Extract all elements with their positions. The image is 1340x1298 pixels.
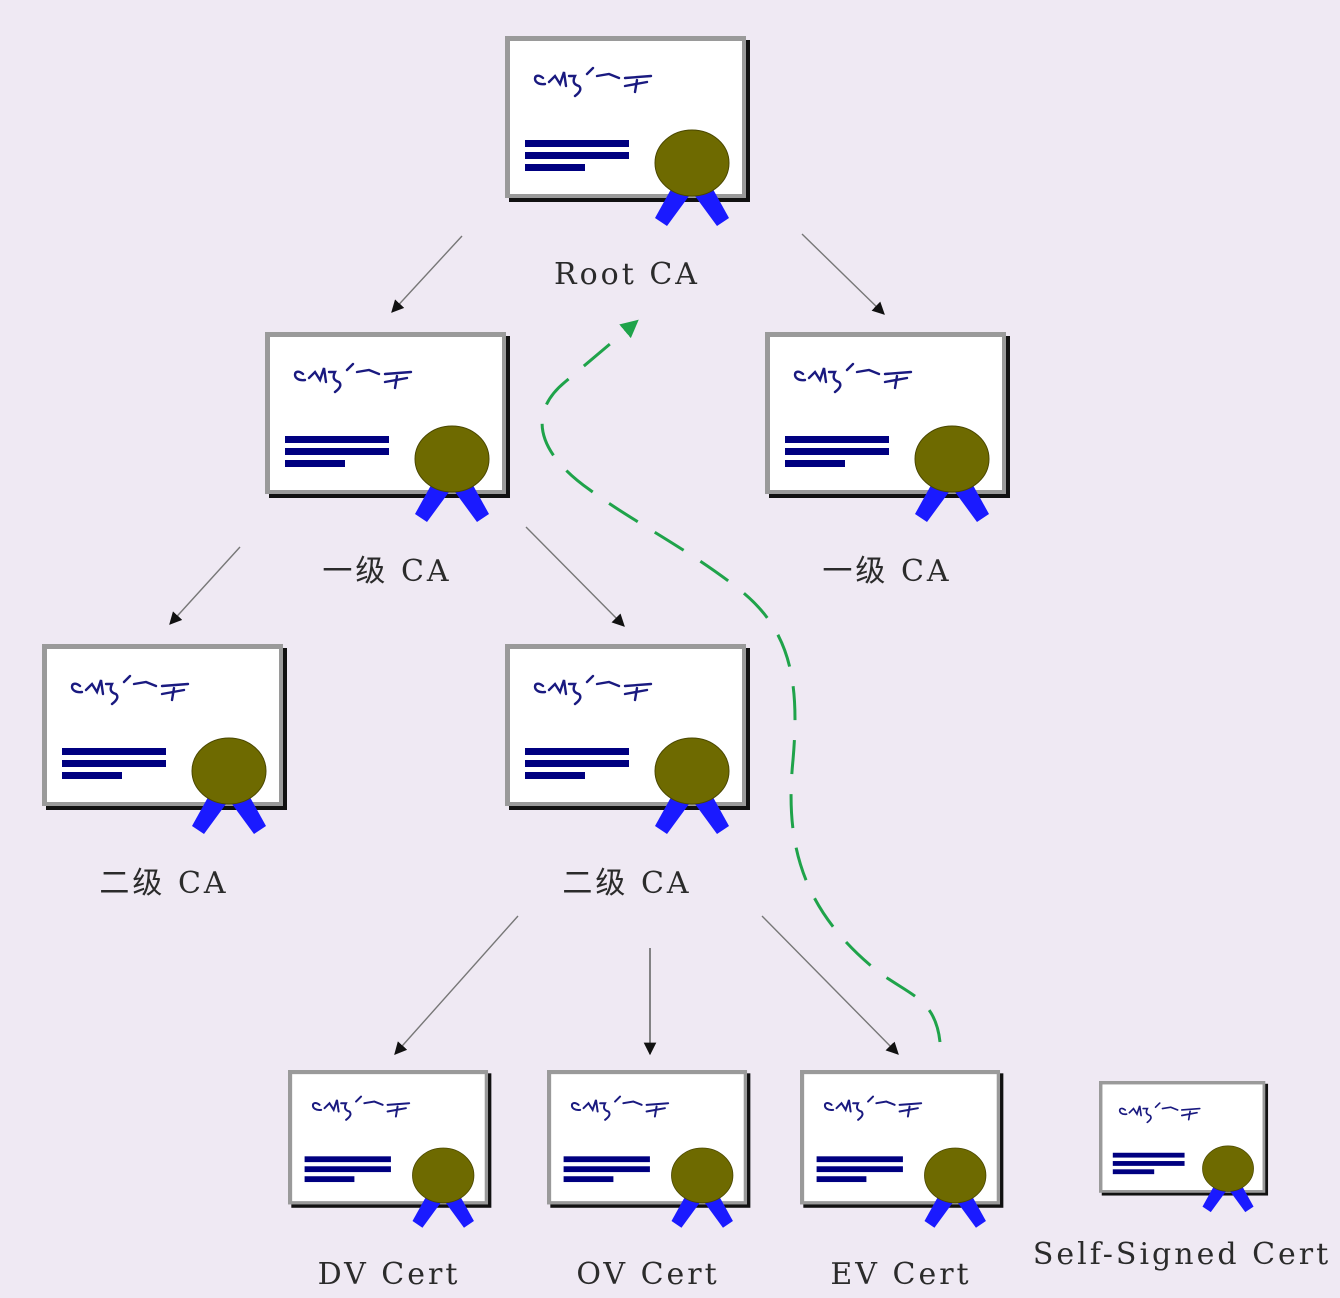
cert-node-l2-left: 二级 CA	[40, 642, 289, 901]
certificate-icon	[763, 330, 1012, 524]
cert-node-self-signed: Self-Signed Cert	[1033, 1080, 1331, 1272]
node-label-self-signed: Self-Signed Cert	[1033, 1237, 1331, 1272]
cert-node-root: Root CA	[503, 34, 752, 292]
node-label-l1-right: 一级 CA	[822, 554, 951, 589]
edge-root-to-l1-left	[391, 235, 463, 313]
node-label-l2-mid: 二级 CA	[562, 866, 691, 901]
certificate-icon	[263, 330, 512, 524]
node-label-root: Root CA	[554, 257, 700, 292]
node-label-dv: DV Cert	[318, 1257, 461, 1292]
cert-node-ov: OV Cert	[546, 1069, 752, 1292]
edge-l1-left-to-l2-left	[169, 546, 241, 625]
certificate-icon	[546, 1069, 752, 1229]
cert-node-l1-right: 一级 CA	[763, 330, 1012, 589]
cert-node-ev: EV Cert	[799, 1069, 1005, 1292]
edge-l2-mid-to-ev	[761, 915, 899, 1055]
cert-node-dv: DV Cert	[287, 1069, 493, 1292]
certificate-icon	[40, 642, 289, 836]
cert-node-l2-mid: 二级 CA	[503, 642, 752, 901]
certificate-icon	[1098, 1080, 1269, 1213]
node-label-ev: EV Cert	[830, 1257, 971, 1292]
certificate-icon	[799, 1069, 1005, 1229]
node-label-l2-left: 二级 CA	[99, 866, 228, 901]
edges	[169, 233, 899, 1056]
node-label-ov: OV Cert	[576, 1257, 719, 1292]
edge-l2-mid-to-dv	[394, 915, 519, 1055]
edge-root-to-l1-right	[801, 233, 885, 315]
node-label-l1-left: 一级 CA	[322, 554, 451, 589]
certificate-icon	[287, 1069, 493, 1229]
certificate-icon	[503, 642, 752, 836]
certificate-icon	[503, 34, 752, 228]
edge-l1-left-to-l2-mid	[525, 526, 625, 627]
verification-path-arrow	[540, 319, 942, 1043]
cert-node-l1-left: 一级 CA	[263, 330, 512, 589]
